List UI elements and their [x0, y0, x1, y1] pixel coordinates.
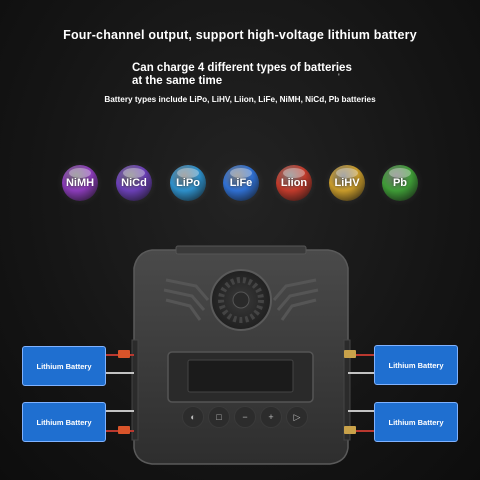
- vol-icon[interactable]: ◐: [182, 406, 204, 428]
- orb-label: LiFe: [229, 177, 253, 189]
- orb-label: Pb: [392, 177, 408, 189]
- wire: [104, 410, 134, 412]
- battery-type-orbs: NiMH NiCd LiPo LiFe Liion LiHV Pb: [62, 165, 422, 205]
- wire: [348, 410, 374, 412]
- battery-label: Lithium Battery: [388, 360, 444, 370]
- plug: [344, 426, 356, 434]
- headline: Four-channel output, support high-voltag…: [63, 28, 417, 42]
- control-buttons: ◐ □ − + ▷: [182, 406, 308, 434]
- battery-types-line: Battery types include LiPo, LiHV, Liion,…: [104, 95, 376, 104]
- battery-label: Lithium Battery: [36, 361, 92, 371]
- orb-life: LiFe: [223, 165, 259, 201]
- battery-top-left: Lithium Battery: [22, 346, 106, 386]
- battery-label: Lithium Battery: [36, 417, 92, 427]
- orb-lihv: LiHV: [329, 165, 365, 201]
- wire: [348, 372, 374, 374]
- square-icon[interactable]: □: [208, 406, 230, 428]
- orb-label: NiMH: [65, 177, 95, 189]
- battery-top-right: Lithium Battery: [374, 345, 458, 385]
- orb-label: LiHV: [334, 177, 360, 189]
- battery-bottom-left: Lithium Battery: [22, 402, 106, 442]
- subheadline: Can charge 4 different types of batterie…: [132, 62, 352, 87]
- orb-label: Liion: [280, 177, 308, 189]
- plus-icon[interactable]: +: [260, 406, 282, 428]
- battery-label: Lithium Battery: [388, 417, 444, 427]
- plug: [118, 350, 130, 358]
- wire: [348, 354, 374, 356]
- orb-pb: Pb: [382, 165, 418, 201]
- orb-nimh: NiMH: [62, 165, 98, 201]
- orb-nicd: NiCd: [116, 165, 152, 201]
- minus-icon[interactable]: −: [234, 406, 256, 428]
- orb-lipo: LiPo: [170, 165, 206, 201]
- wire: [104, 372, 134, 374]
- orb-label: LiPo: [176, 177, 200, 189]
- subheadline-mark: ': [338, 72, 340, 82]
- plug: [118, 426, 130, 434]
- orb-label: NiCd: [121, 177, 147, 189]
- battery-bottom-right: Lithium Battery: [374, 402, 458, 442]
- plug: [344, 350, 356, 358]
- wire: [348, 430, 374, 432]
- play-icon[interactable]: ▷: [286, 406, 308, 428]
- orb-liion: Liion: [276, 165, 312, 201]
